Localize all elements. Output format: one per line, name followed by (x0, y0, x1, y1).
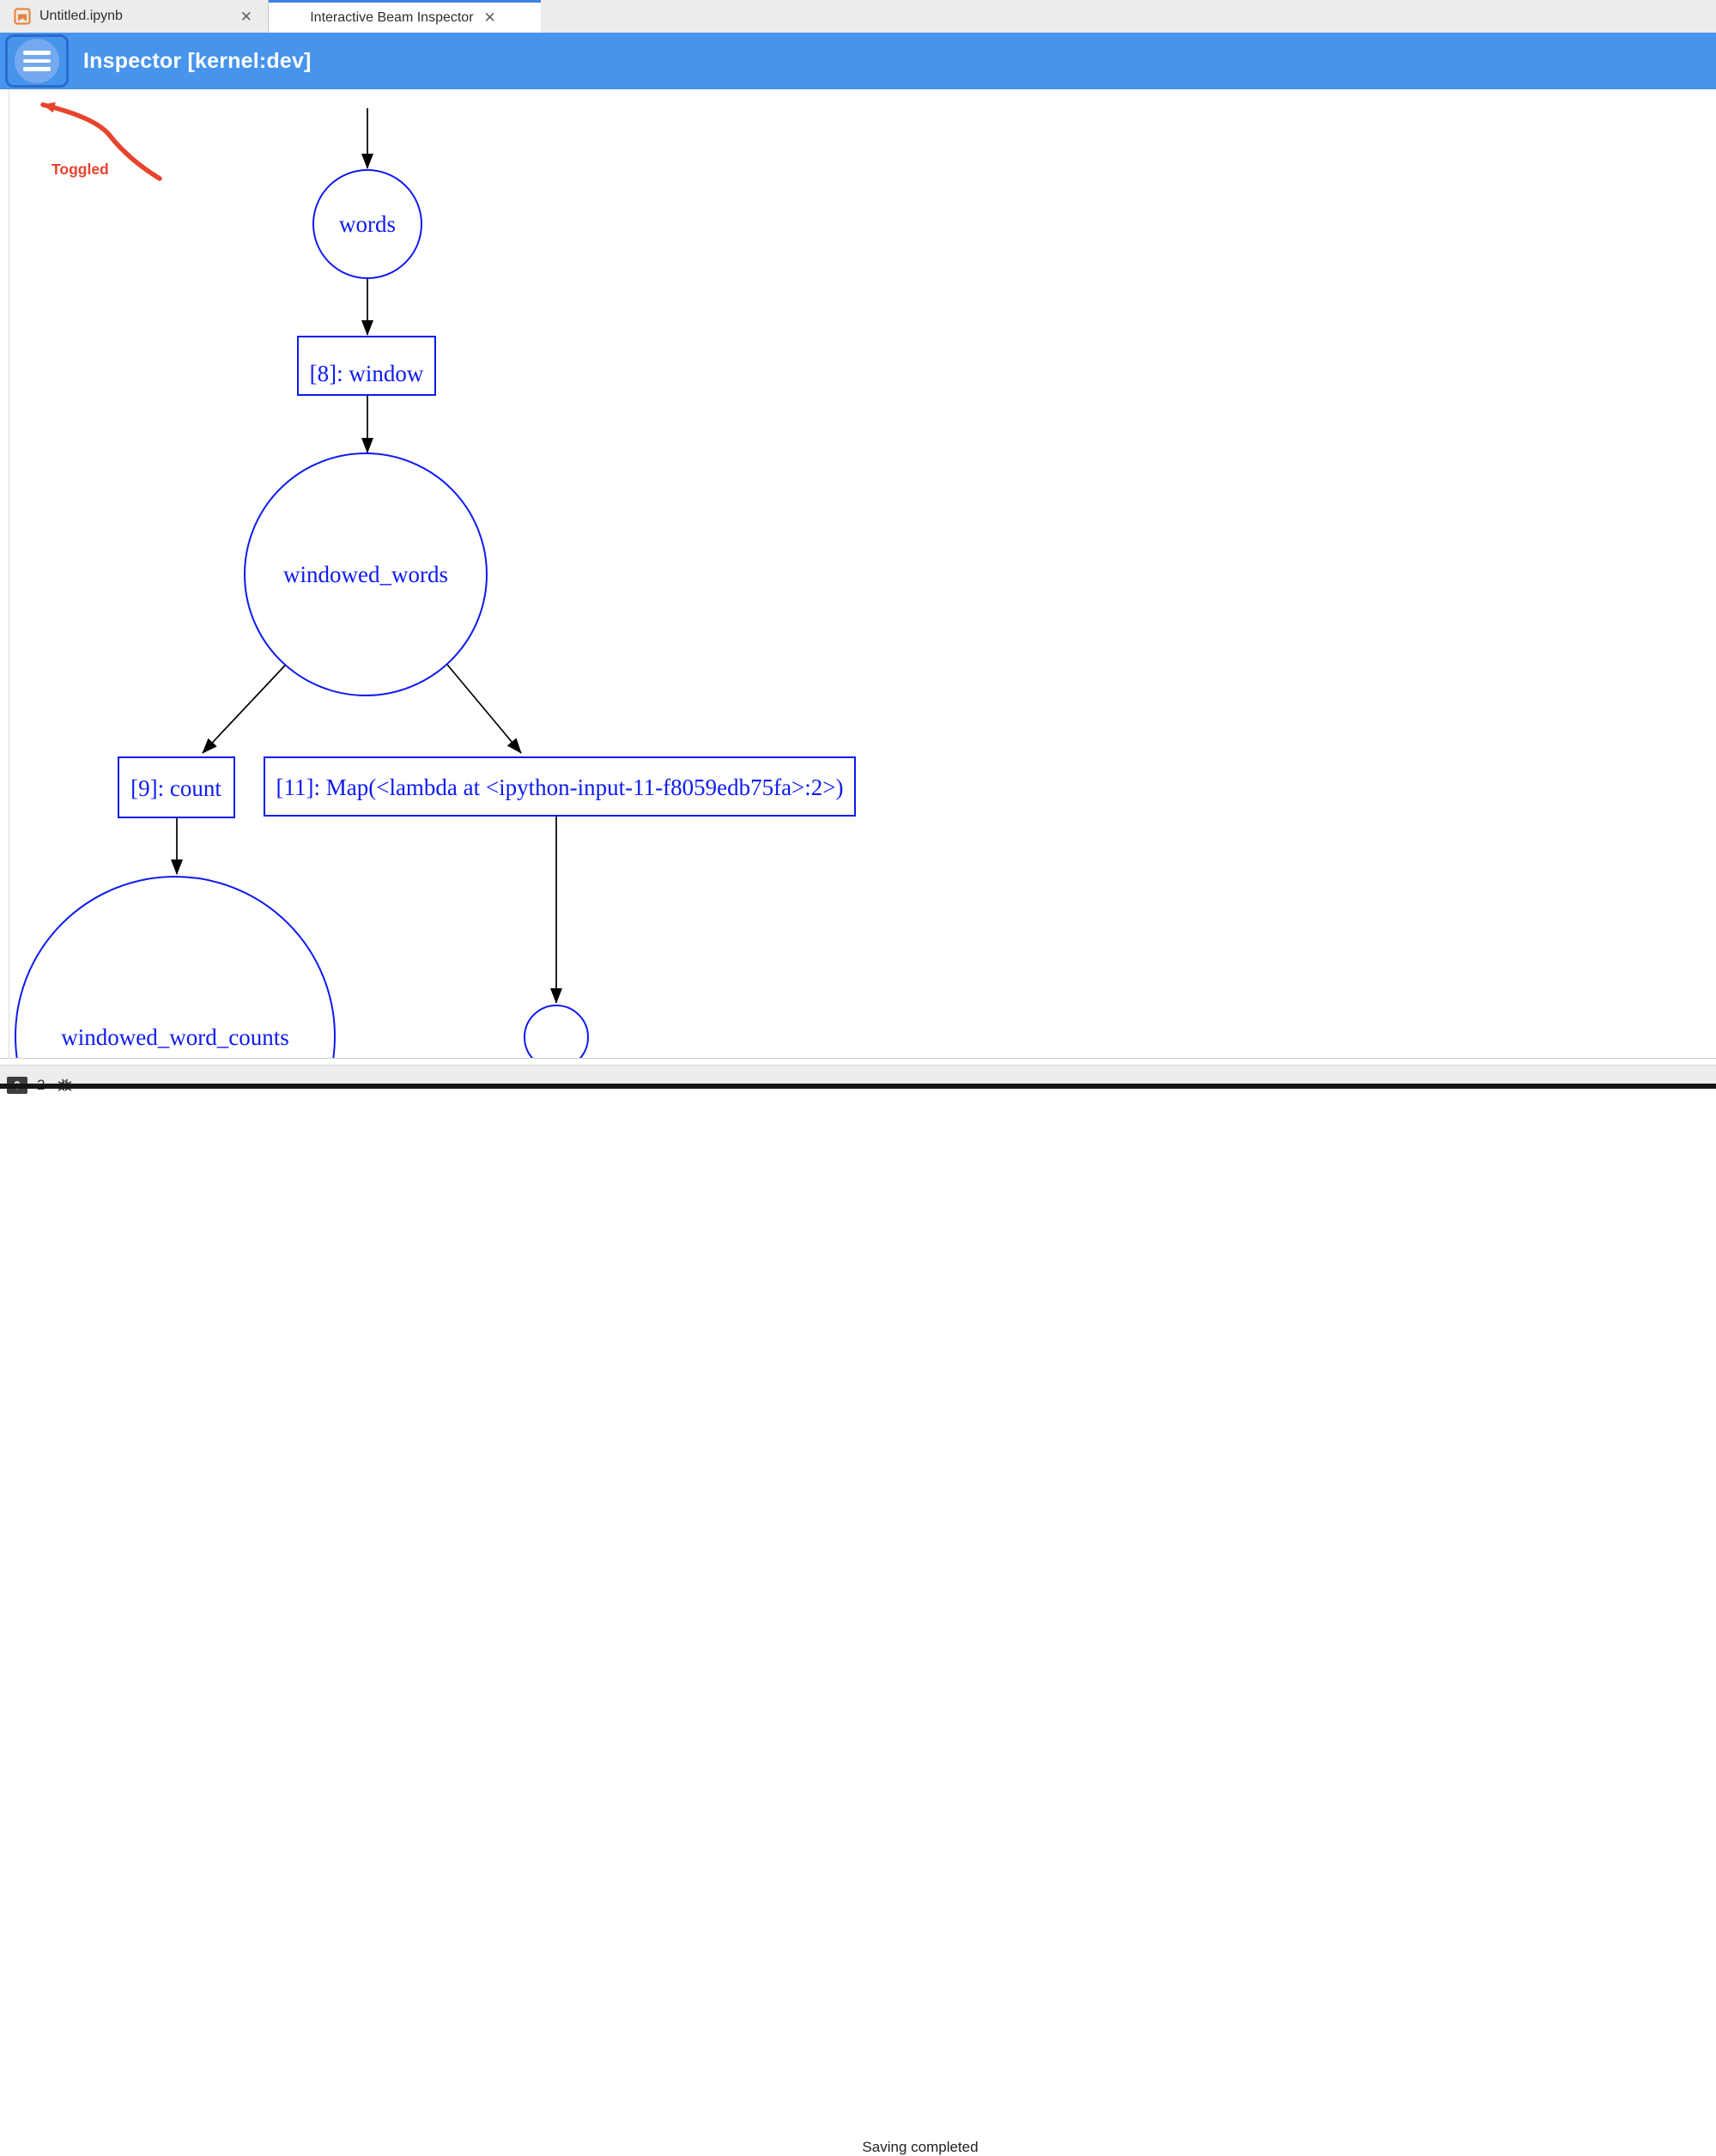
node-window-label: [8]: window (310, 361, 424, 386)
tab-bar: Untitled.ipynb ✕ Interactive Beam Inspec… (0, 0, 1716, 33)
edge-windowedwords-count (202, 665, 286, 754)
node-words (312, 169, 422, 279)
node-count-label: [9]: count (130, 775, 221, 801)
content-bottom-border (0, 1058, 1716, 1059)
pipeline-graph: words [8]: window windowed_words [9]: co… (15, 108, 856, 1059)
node-windowed-words-label: windowed_words (283, 562, 448, 587)
node-windowed-word-counts (15, 876, 336, 1059)
notebook-icon (14, 8, 31, 25)
node-windowed-word-counts-label: windowed_word_counts (61, 1024, 288, 1050)
node-words-label: words (339, 211, 396, 237)
node-map-label: [11]: Map(<lambda at <ipython-input-11-f… (276, 774, 844, 800)
status-message: Saving completed (862, 2139, 979, 2155)
close-icon[interactable]: ✕ (240, 8, 252, 25)
node-output (524, 1005, 589, 1059)
inspector-header: Inspector [kernel:dev] (0, 33, 1716, 89)
tab-interactive-beam-inspector[interactable]: Interactive Beam Inspector ✕ (269, 0, 541, 33)
annotation-toggled-label: Toggled (52, 161, 109, 178)
hamburger-icon (15, 39, 59, 83)
node-map (264, 756, 856, 817)
menu-toggle-button[interactable] (5, 34, 69, 88)
edge-windowedwords-map (446, 664, 522, 754)
node-count (118, 756, 235, 818)
page-title: Inspector [kernel:dev] (83, 48, 312, 73)
tab-label: Untitled.ipynb (39, 9, 123, 23)
node-window (297, 336, 436, 396)
tab-label: Interactive Beam Inspector (310, 9, 474, 25)
window-bottom-edge (0, 1084, 1716, 1089)
node-windowed-words (244, 452, 488, 696)
close-icon[interactable]: ✕ (483, 9, 496, 26)
tab-untitled-notebook[interactable]: Untitled.ipynb ✕ (0, 0, 269, 33)
